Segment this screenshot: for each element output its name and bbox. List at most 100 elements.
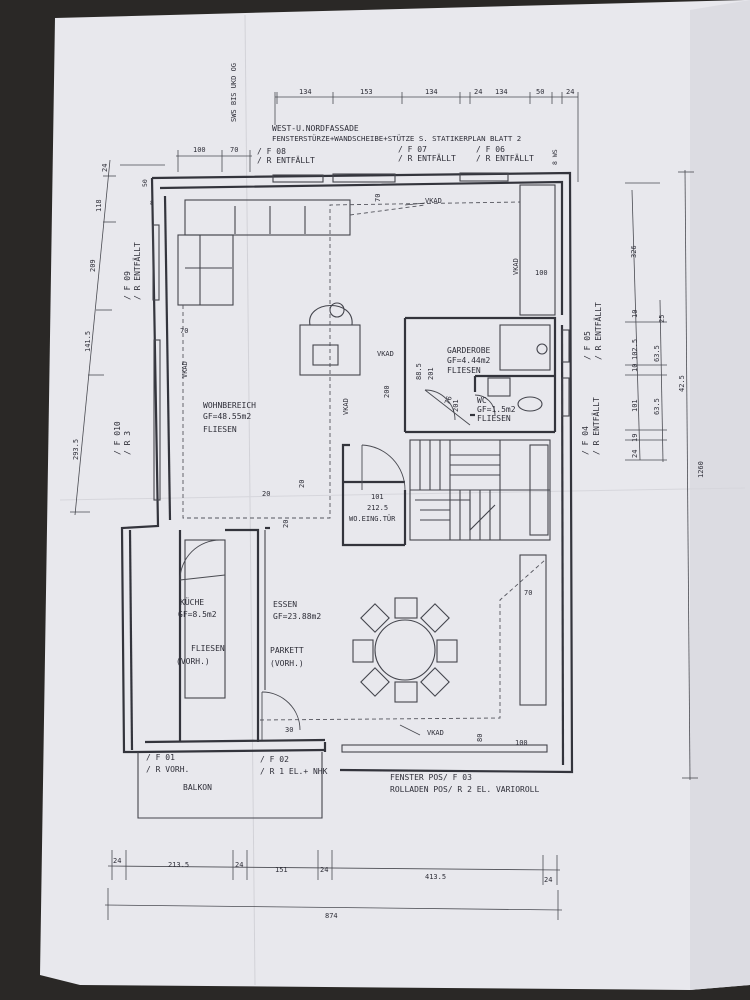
room-wc: WC GF=1.5m2 FLIESEN bbox=[477, 396, 516, 423]
svg-text:WC: WC bbox=[477, 396, 487, 405]
svg-text:42.5: 42.5 bbox=[678, 375, 686, 392]
svg-text:20: 20 bbox=[282, 520, 290, 528]
top-dimension-chain: 134 153 134 24 134 50 24 bbox=[275, 88, 578, 104]
svg-text:24: 24 bbox=[474, 88, 482, 96]
room-essen: ESSEN GF=23.88m2 PARKETT (VORH.) bbox=[270, 600, 321, 668]
svg-text:134: 134 bbox=[425, 88, 438, 96]
svg-text:20: 20 bbox=[262, 490, 270, 498]
svg-text:VKAD: VKAD bbox=[512, 258, 520, 275]
svg-text:20: 20 bbox=[298, 480, 306, 488]
svg-text:24: 24 bbox=[631, 450, 639, 458]
svg-text:FLIESEN: FLIESEN bbox=[477, 414, 511, 423]
sofa-furniture bbox=[177, 199, 351, 306]
svg-text:101: 101 bbox=[631, 399, 639, 412]
svg-text:413.5: 413.5 bbox=[425, 873, 446, 881]
svg-text:76: 76 bbox=[443, 395, 453, 406]
svg-text:FLIESEN: FLIESEN bbox=[191, 644, 225, 653]
svg-text:19: 19 bbox=[631, 434, 639, 442]
svg-text:GARDEROBE: GARDEROBE bbox=[447, 346, 491, 355]
window-mark-f09: / F 09 / R ENTFÄLLT bbox=[123, 242, 142, 300]
svg-text:134: 134 bbox=[299, 88, 312, 96]
svg-text:24: 24 bbox=[320, 866, 328, 874]
inner-dimensions: 70 70 70 100 100 200 88.5 201 201 76 101… bbox=[180, 194, 548, 747]
svg-text:VKAD: VKAD bbox=[342, 398, 350, 415]
svg-text:50: 50 bbox=[536, 88, 544, 96]
staircase bbox=[409, 439, 551, 541]
svg-text:(VORH.): (VORH.) bbox=[270, 659, 304, 668]
svg-text:24: 24 bbox=[113, 857, 121, 865]
svg-text:24: 24 bbox=[101, 164, 109, 172]
svg-text:70: 70 bbox=[374, 194, 382, 202]
svg-text:/ R ENTFÄLLT: / R ENTFÄLLT bbox=[257, 155, 315, 165]
svg-text:153: 153 bbox=[360, 88, 373, 96]
svg-text:/ R ENTFÄLLT: / R ENTFÄLLT bbox=[593, 302, 603, 360]
window-mark-f05: / F 05 / R ENTFÄLLT bbox=[583, 302, 603, 360]
svg-text:141.5: 141.5 bbox=[84, 331, 92, 352]
svg-text:/ R ENTFÄLLT: / R ENTFÄLLT bbox=[476, 153, 534, 163]
header-line-1: WEST-U.NORDFASSADE bbox=[272, 124, 359, 133]
svg-text:200: 200 bbox=[383, 385, 391, 398]
svg-text:8 WS: 8 WS bbox=[551, 149, 559, 165]
bottom-dimension-chain: 24 213.5 24 151 24 413.5 24 bbox=[107, 850, 561, 885]
svg-text:VKAD: VKAD bbox=[377, 350, 394, 358]
svg-text:FENSTER POS/ F 03: FENSTER POS/ F 03 bbox=[390, 773, 472, 782]
svg-text:/ R ENTFÄLLT: / R ENTFÄLLT bbox=[591, 397, 601, 455]
svg-text:63.5: 63.5 bbox=[653, 398, 661, 415]
rotated-note: SWS BIS UKD OG bbox=[230, 63, 238, 122]
svg-text:24: 24 bbox=[544, 876, 552, 884]
svg-text:874: 874 bbox=[325, 912, 338, 920]
svg-text:1260: 1260 bbox=[697, 461, 705, 478]
svg-text:80: 80 bbox=[476, 734, 484, 742]
top-dimension-chain-2: 100 70 8 WS bbox=[176, 146, 559, 172]
svg-text:209: 209 bbox=[89, 259, 97, 272]
dining-table bbox=[352, 597, 458, 703]
svg-text:/ R 3: / R 3 bbox=[123, 431, 132, 455]
svg-text:/ F 09: / F 09 bbox=[123, 271, 132, 300]
window-mark-f07: / F 07 / R ENTFÄLLT bbox=[398, 145, 456, 163]
svg-text:/ R 1 EL.+ NHK: / R 1 EL.+ NHK bbox=[260, 767, 328, 776]
svg-text:293.5: 293.5 bbox=[72, 439, 80, 460]
svg-text:134: 134 bbox=[495, 88, 508, 96]
svg-text:100: 100 bbox=[535, 269, 548, 277]
svg-text:24: 24 bbox=[566, 88, 574, 96]
svg-text:212.5: 212.5 bbox=[367, 504, 388, 512]
svg-text:FLIESEN: FLIESEN bbox=[447, 366, 481, 375]
svg-text:/ R ENTFÄLLT: / R ENTFÄLLT bbox=[132, 242, 142, 300]
svg-text:63.5: 63.5 bbox=[653, 345, 661, 362]
svg-text:70: 70 bbox=[524, 589, 532, 597]
header-line-2: FENSTERSTÜRZE+WANDSCHEIBE+STÜTZE S. STAT… bbox=[272, 134, 521, 143]
svg-text:10: 10 bbox=[631, 310, 639, 318]
svg-text:/ F 010: / F 010 bbox=[113, 421, 122, 455]
paper-fold bbox=[59, 487, 746, 501]
svg-text:VKAD: VKAD bbox=[425, 197, 442, 205]
svg-text:100: 100 bbox=[193, 146, 206, 154]
svg-text:/ R VORH.: / R VORH. bbox=[146, 765, 189, 774]
svg-text:PARKETT: PARKETT bbox=[270, 646, 304, 655]
svg-text:VKAD: VKAD bbox=[181, 361, 189, 378]
bottom-notes: FENSTER POS/ F 03 ROLLADEN POS/ R 2 EL. … bbox=[390, 773, 539, 794]
svg-text:GF=48.55m2: GF=48.55m2 bbox=[203, 412, 251, 421]
bottom-total-dimension: 874 bbox=[104, 888, 563, 920]
svg-text:/ F 06: / F 06 bbox=[476, 145, 505, 154]
svg-text:/ F 07: / F 07 bbox=[398, 145, 427, 154]
svg-text:101: 101 bbox=[371, 493, 384, 501]
svg-text:151: 151 bbox=[275, 866, 288, 874]
svg-text:102.5: 102.5 bbox=[631, 339, 639, 360]
exterior-walls bbox=[120, 171, 574, 774]
corner-ticks bbox=[120, 92, 579, 182]
room-wohnbereich: WOHNBEREICH GF=48.55m2 FLIESEN bbox=[203, 401, 256, 434]
svg-text:118: 118 bbox=[95, 199, 103, 212]
svg-text:VKAD: VKAD bbox=[427, 729, 444, 737]
svg-text:FLIESEN: FLIESEN bbox=[203, 425, 237, 434]
svg-text:201: 201 bbox=[452, 399, 460, 412]
svg-text:/ F 08: / F 08 bbox=[257, 147, 286, 156]
svg-text:ROLLADEN POS/ R 2 EL. VARIOROL: ROLLADEN POS/ R 2 EL. VARIOROLL bbox=[390, 785, 539, 794]
svg-text:88.5: 88.5 bbox=[415, 363, 423, 380]
window-mark-f08: / F 08 / R ENTFÄLLT bbox=[257, 147, 315, 165]
wc-fixtures bbox=[487, 324, 551, 412]
svg-text:GF=8.5m2: GF=8.5m2 bbox=[178, 610, 217, 619]
room-garderobe: GARDEROBE GF=4.44m2 FLIESEN bbox=[447, 346, 491, 375]
svg-text:GF=1.5m2: GF=1.5m2 bbox=[477, 405, 516, 414]
svg-text:WOHNBEREICH: WOHNBEREICH bbox=[203, 401, 256, 410]
fireplace bbox=[299, 302, 361, 376]
